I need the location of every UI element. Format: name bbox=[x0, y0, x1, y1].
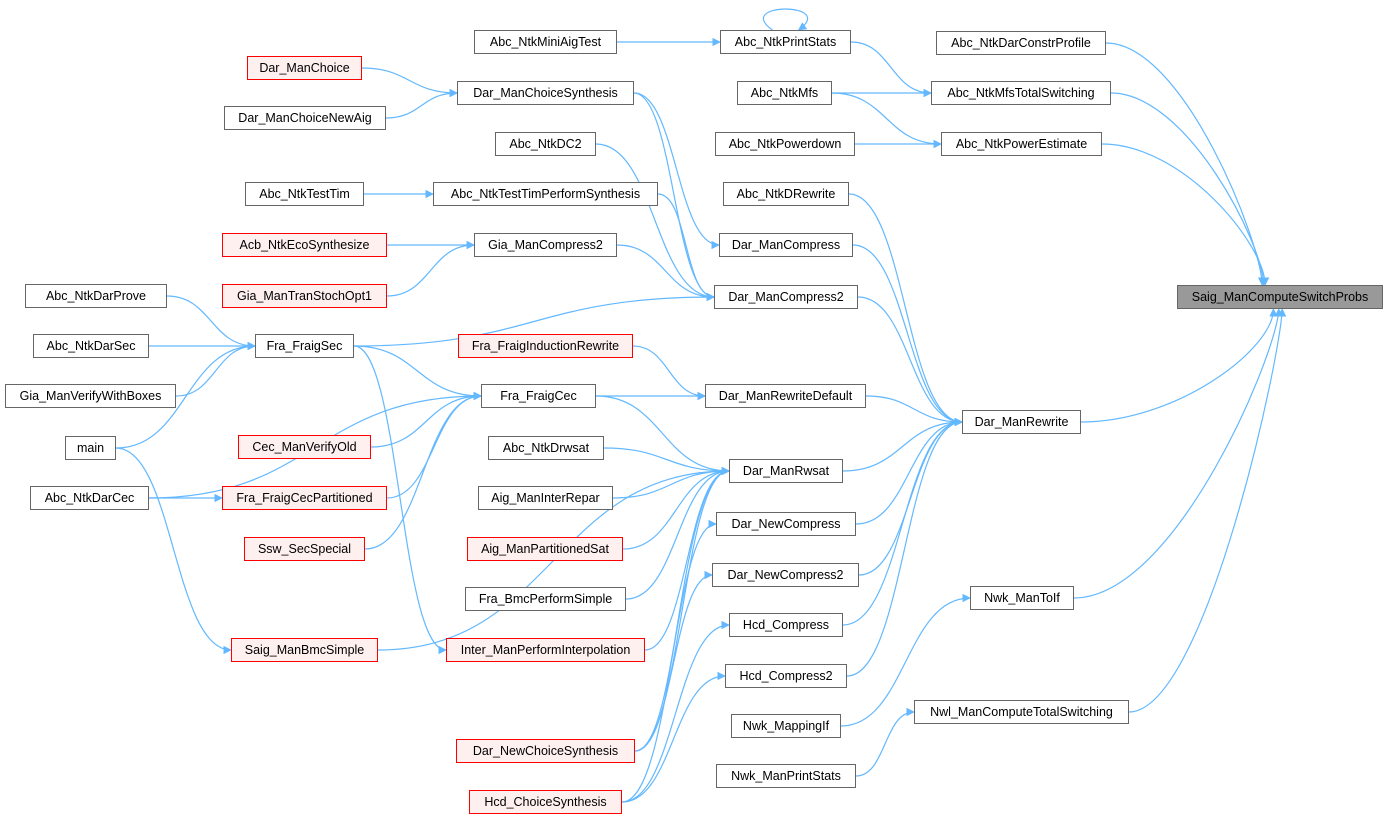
call-edge bbox=[166, 295, 256, 351]
call-edge bbox=[603, 447, 730, 476]
node-abc-ntktesttimperformsynthesis[interactable]: Abc_NtkTestTimPerformSynthesis bbox=[433, 182, 658, 206]
node-abc-ntktesttim[interactable]: Abc_NtkTestTim bbox=[245, 182, 364, 206]
call-edge bbox=[831, 92, 942, 149]
node-abc-ntkprintstats[interactable]: Abc_NtkPrintStats bbox=[720, 30, 851, 54]
node-abc-ntkmfs[interactable]: Abc_NtkMfs bbox=[737, 81, 832, 105]
node-abc-ntkpowerestimate[interactable]: Abc_NtkPowerEstimate bbox=[941, 132, 1102, 156]
node-fra-fraigcecpartitioned[interactable]: Fra_FraigCecPartitioned bbox=[222, 486, 387, 510]
node-abc-ntkminiaigtest[interactable]: Abc_NtkMiniAigTest bbox=[474, 30, 617, 54]
call-edge bbox=[616, 244, 715, 302]
call-edge bbox=[625, 466, 730, 600]
call-edge bbox=[353, 292, 715, 347]
call-edge bbox=[621, 671, 726, 803]
node-abc-ntkdarconstrprofile[interactable]: Abc_NtkDarConstrProfile bbox=[936, 31, 1106, 55]
call-edge bbox=[1101, 143, 1270, 286]
call-edge bbox=[857, 296, 963, 427]
call-edge bbox=[842, 417, 963, 472]
call-edge bbox=[842, 417, 963, 626]
call-edge bbox=[657, 193, 715, 302]
call-edge bbox=[385, 88, 458, 119]
call-edge bbox=[633, 92, 720, 250]
node-dar-mancompress[interactable]: Dar_ManCompress bbox=[719, 233, 853, 257]
node-gia-mantranstochopt1[interactable]: Gia_ManTranStochOpt1 bbox=[222, 284, 387, 308]
call-edge bbox=[1073, 308, 1283, 599]
call-edge bbox=[846, 417, 963, 677]
call-edge bbox=[848, 193, 963, 427]
node-saig-manbmcsimple[interactable]: Saig_ManBmcSimple bbox=[231, 638, 378, 662]
call-edge bbox=[353, 345, 447, 655]
call-edge bbox=[632, 345, 706, 401]
call-edge bbox=[115, 447, 232, 655]
node-dar-manchoice[interactable]: Dar_ManChoice bbox=[247, 56, 362, 80]
node-gia-manverifywithboxes[interactable]: Gia_ManVerifyWithBoxes bbox=[5, 384, 176, 408]
call-edge bbox=[595, 395, 730, 476]
self-loop-edge bbox=[763, 8, 808, 31]
call-edge bbox=[1105, 42, 1267, 286]
call-edge bbox=[855, 707, 915, 777]
call-edge bbox=[644, 466, 730, 651]
call-edge bbox=[840, 593, 971, 727]
call-edge bbox=[595, 143, 715, 302]
node-dar-manchoicesynthesis[interactable]: Dar_ManChoiceSynthesis bbox=[457, 81, 634, 105]
node-acb-ntkecosynthesize[interactable]: Acb_NtkEcoSynthesize bbox=[222, 233, 387, 257]
call-edge bbox=[1110, 92, 1268, 286]
node-dar-mancompress2[interactable]: Dar_ManCompress2 bbox=[714, 285, 858, 309]
node-dar-manchoicenewaig[interactable]: Dar_ManChoiceNewAig bbox=[224, 106, 386, 130]
node-hcd-compress2[interactable]: Hcd_Compress2 bbox=[725, 664, 847, 688]
call-edge bbox=[621, 620, 730, 803]
call-edge bbox=[852, 244, 963, 427]
node-dar-newchoicesynthesis[interactable]: Dar_NewChoiceSynthesis bbox=[456, 739, 635, 763]
node-abc-ntkdarprove[interactable]: Abc_NtkDarProve bbox=[25, 284, 167, 308]
call-edge bbox=[353, 345, 482, 401]
call-edge bbox=[386, 240, 475, 297]
node-dar-newcompress2[interactable]: Dar_NewCompress2 bbox=[712, 563, 859, 587]
node-inter-manperforminterpolation[interactable]: Inter_ManPerformInterpolation bbox=[446, 638, 645, 662]
node-dar-manrewritedefault[interactable]: Dar_ManRewriteDefault bbox=[705, 384, 866, 408]
call-edge bbox=[1080, 308, 1278, 423]
node-main[interactable]: main bbox=[65, 436, 116, 460]
call-edge bbox=[622, 466, 730, 550]
node-dar-manrwsat[interactable]: Dar_ManRwsat bbox=[729, 459, 843, 483]
call-edge bbox=[850, 41, 932, 98]
node-fra-fraigsec[interactable]: Fra_FraigSec bbox=[255, 334, 354, 358]
node-nwk-mantoif[interactable]: Nwk_ManToIf bbox=[970, 586, 1074, 610]
call-edge bbox=[634, 570, 713, 752]
call-edge bbox=[175, 341, 256, 397]
node-dar-newcompress[interactable]: Dar_NewCompress bbox=[716, 512, 856, 536]
call-edge bbox=[1128, 308, 1287, 713]
call-edge bbox=[370, 391, 482, 448]
node-hcd-choicesynthesis[interactable]: Hcd_ChoiceSynthesis bbox=[469, 790, 622, 814]
call-edge bbox=[855, 417, 963, 525]
node-abc-ntkdarsec[interactable]: Abc_NtkDarSec bbox=[33, 334, 149, 358]
node-aig-manpartitionedsat[interactable]: Aig_ManPartitionedSat bbox=[467, 537, 623, 561]
node-cec-manverifyold[interactable]: Cec_ManVerifyOld bbox=[238, 435, 371, 459]
node-abc-ntkdrewrite[interactable]: Abc_NtkDRewrite bbox=[723, 182, 849, 206]
call-edge bbox=[115, 341, 256, 449]
node-fra-fraiginductionrewrite[interactable]: Fra_FraigInductionRewrite bbox=[458, 334, 633, 358]
call-edge bbox=[386, 391, 482, 499]
node-fra-bmcperformsimple[interactable]: Fra_BmcPerformSimple bbox=[465, 587, 626, 611]
node-abc-ntkdarcec[interactable]: Abc_NtkDarCec bbox=[30, 486, 149, 510]
call-edge bbox=[634, 466, 730, 752]
call-edge bbox=[634, 519, 717, 752]
node-abc-ntkpowerdown[interactable]: Abc_NtkPowerdown bbox=[715, 132, 855, 156]
node-gia-mancompress2[interactable]: Gia_ManCompress2 bbox=[474, 233, 617, 257]
node-nwl-mancomputetotalswitching[interactable]: Nwl_ManComputeTotalSwitching bbox=[914, 700, 1129, 724]
node-hcd-compress[interactable]: Hcd_Compress bbox=[729, 613, 843, 637]
node-ssw-secspecial[interactable]: Ssw_SecSpecial bbox=[244, 537, 365, 561]
node-nwk-mappingif[interactable]: Nwk_MappingIf bbox=[731, 714, 841, 738]
node-dar-manrewrite[interactable]: Dar_ManRewrite bbox=[962, 410, 1081, 434]
call-edge bbox=[865, 395, 963, 427]
node-nwk-manprintstats[interactable]: Nwk_ManPrintStats bbox=[716, 764, 856, 788]
node-aig-maninterrepar[interactable]: Aig_ManInterRepar bbox=[478, 486, 613, 510]
node-fra-fraigcec[interactable]: Fra_FraigCec bbox=[481, 384, 596, 408]
node-abc-ntkdrwsat[interactable]: Abc_NtkDrwsat bbox=[488, 436, 604, 460]
node-saig-mancomputeswitchprobs: Saig_ManComputeSwitchProbs bbox=[1177, 285, 1383, 309]
call-edge bbox=[364, 391, 482, 550]
call-edge bbox=[361, 67, 458, 98]
node-abc-ntkdc2[interactable]: Abc_NtkDC2 bbox=[495, 132, 596, 156]
node-abc-ntkmfstotalswitching[interactable]: Abc_NtkMfsTotalSwitching bbox=[931, 81, 1111, 105]
